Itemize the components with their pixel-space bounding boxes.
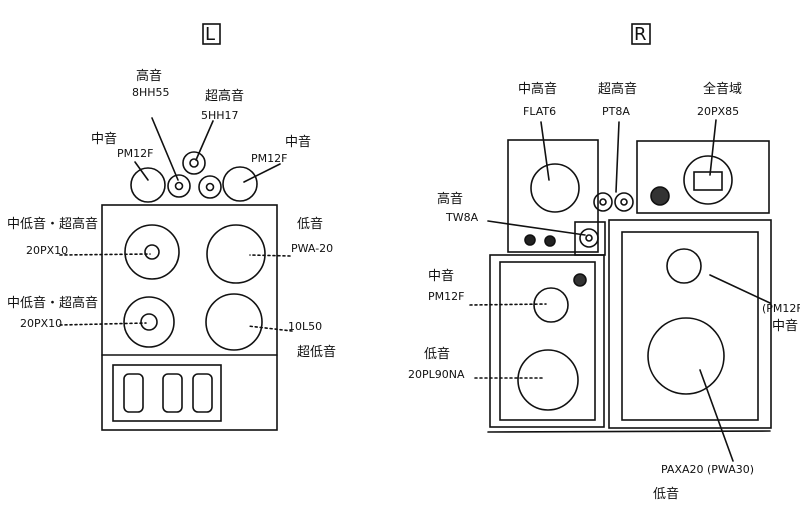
r-leader-big-mid xyxy=(709,274,771,304)
left-leader-mid-l xyxy=(134,161,149,181)
r-treble-model: TW8A xyxy=(445,211,479,224)
left-treble-jp: 高音 xyxy=(136,68,162,84)
left-ml1-jp: 中低音・超高音 xyxy=(7,216,98,232)
left-leader-ml1 xyxy=(59,253,151,256)
pt8a-tweeter-1-dot xyxy=(599,198,607,206)
r-leader-big-bass xyxy=(699,369,734,462)
r-bass-model: 20PL90NA xyxy=(408,368,465,381)
left-header: L xyxy=(205,24,215,45)
r-super-jp: 超高音 xyxy=(598,81,637,97)
left-mid-driver-r xyxy=(222,166,258,202)
left-leader-subbass xyxy=(247,325,293,332)
flat6-port-2 xyxy=(544,235,556,247)
r-midtreble-model: FLAT6 xyxy=(523,105,556,118)
pt8a-tweeter-2-dot xyxy=(620,198,628,206)
right-labels: R 中高音 FLAT6 超高音 PT8A 全音域 20PX85 高音 TW8A … xyxy=(408,24,800,502)
right-big-mid xyxy=(666,248,702,284)
left-leader-mid-r xyxy=(243,163,281,183)
r-fullrange-model: 20PX85 xyxy=(697,105,739,118)
left-super-tweeter-dot xyxy=(189,158,199,168)
left-port-3 xyxy=(192,373,213,413)
left-system xyxy=(59,23,293,431)
left-subbass-jp: 超低音 xyxy=(297,344,336,360)
r-midtreble-jp: 中高音 xyxy=(518,81,557,97)
flat6-port-1 xyxy=(524,234,536,246)
left-mid-driver-l xyxy=(130,167,166,203)
right-small-woofer xyxy=(517,349,579,411)
fullrange-driver xyxy=(683,155,733,205)
left-port-1 xyxy=(123,373,144,413)
left-tweeter-b-dot xyxy=(205,182,215,192)
r-mid-model: PM12F xyxy=(428,290,464,303)
left-woofer-tr xyxy=(206,224,266,284)
pt8a-tweeter-2 xyxy=(614,192,634,212)
floor-line xyxy=(487,430,771,433)
right-big-cabinet-outer xyxy=(608,219,772,429)
left-ml1-model: 20PX10 xyxy=(26,244,68,257)
r-leader-flat6 xyxy=(540,121,550,181)
r-super-model: PT8A xyxy=(602,105,630,118)
right-header: R xyxy=(634,24,647,45)
tw8a-tweeter-dot xyxy=(585,234,593,242)
left-cabinet-base xyxy=(112,364,222,422)
left-ml2-jp: 中低音・超高音 xyxy=(7,295,98,311)
left-labels: L 高音 8HH55 超高音 5HH17 中音 PM12F 中音 PM12F 中… xyxy=(7,24,336,360)
left-woofer-tl xyxy=(124,224,180,280)
left-super-jp: 超高音 xyxy=(205,88,244,104)
left-leader-treble xyxy=(151,117,179,181)
r-big-mid-model: (PM12F xyxy=(762,302,800,315)
left-mid-r-jp: 中音 xyxy=(285,134,311,150)
left-bass-model: PWA-20 xyxy=(291,242,333,255)
left-ml2-model: 20PX10 xyxy=(20,317,62,330)
fullrange-phase-plug xyxy=(693,171,723,191)
left-woofer-bl xyxy=(123,296,175,348)
right-big-woofer xyxy=(647,317,725,395)
right-header-box xyxy=(631,23,651,45)
left-tweeter-a xyxy=(167,174,191,198)
right-small-port xyxy=(573,273,587,287)
pt8a-tweeter-1 xyxy=(593,192,613,212)
left-treble-model: 8HH55 xyxy=(132,86,170,99)
right-small-cabinet-outer xyxy=(489,254,605,428)
left-port-2 xyxy=(162,373,183,413)
left-mid-r-model: PM12F xyxy=(251,152,287,165)
fullrange-port xyxy=(650,186,670,206)
left-tweeter-a-dot xyxy=(174,181,184,191)
r-big-bass-jp: 低音 xyxy=(653,486,679,502)
r-big-mid-jp: 中音 xyxy=(772,318,798,334)
left-mid-l-model: PM12F xyxy=(117,147,153,160)
right-small-mid xyxy=(533,287,569,323)
right-small-cabinet-inner xyxy=(499,261,596,421)
r-fullrange-jp: 全音域 xyxy=(703,81,742,97)
r-mid-jp: 中音 xyxy=(428,268,454,284)
right-big-cabinet-inner xyxy=(621,231,759,421)
r-leader-pt8a xyxy=(615,121,620,193)
left-header-box xyxy=(202,23,221,45)
left-woofer-br xyxy=(205,293,263,351)
left-subbass-model: 10L50 xyxy=(288,320,322,333)
left-leader-ml2 xyxy=(59,322,147,326)
left-mid-l-jp: 中音 xyxy=(91,131,117,147)
fullrange-cabinet xyxy=(636,140,770,214)
r-bass-jp: 低音 xyxy=(424,346,450,362)
left-woofer-bl-cap xyxy=(140,313,158,331)
left-cabinet xyxy=(101,204,278,431)
r-big-bass-model: PAXA20 (PWA30) xyxy=(661,463,754,476)
tw8a-tweeter xyxy=(579,228,599,248)
left-woofer-tl-cap xyxy=(144,244,160,260)
left-tweeter-b xyxy=(198,175,222,199)
flat6-cabinet xyxy=(507,139,599,253)
left-leader-super xyxy=(195,120,214,161)
r-treble-jp: 高音 xyxy=(437,191,463,207)
r-leader-tw8a xyxy=(487,220,586,236)
left-leader-bass xyxy=(249,254,291,257)
right-system xyxy=(469,23,772,462)
r-leader-mid xyxy=(469,303,547,306)
flat6-driver xyxy=(530,163,580,213)
left-super-tweeter-ring xyxy=(182,151,206,175)
r-leader-fullrange xyxy=(709,119,717,176)
left-bass-jp: 低音 xyxy=(297,216,323,232)
left-super-model: 5HH17 xyxy=(201,109,239,122)
